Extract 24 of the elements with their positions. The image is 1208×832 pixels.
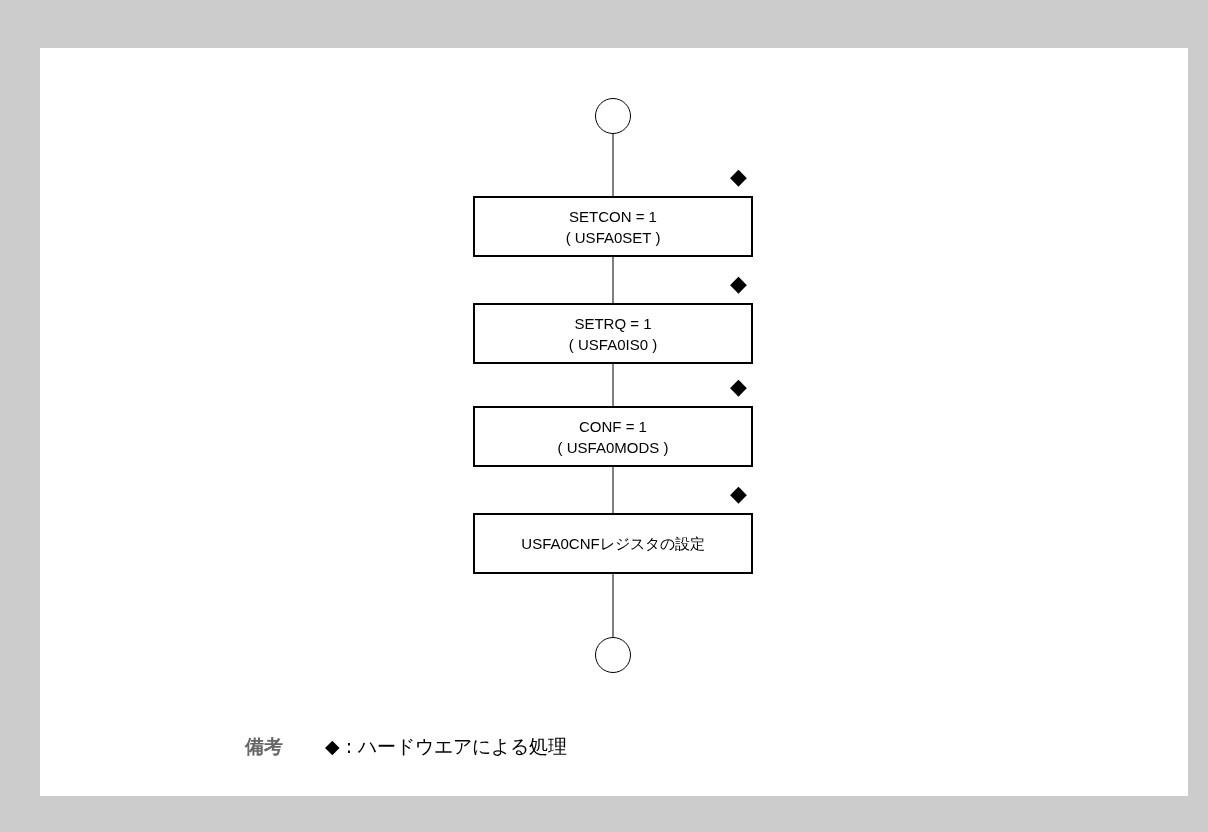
remark-heading: 備考 — [245, 734, 283, 758]
process-text: ( USFA0MODS ) — [557, 437, 669, 458]
process-box — [473, 406, 753, 467]
process-text: ( USFA0SET ) — [565, 227, 661, 248]
connector-line — [612, 363, 614, 407]
process-text: CONF = 1 — [579, 416, 647, 437]
process-text: SETCON = 1 — [569, 206, 657, 227]
hardware-mark: ◆ — [730, 273, 747, 295]
remark-text: ◆ : ハードウエアによる処理 — [325, 734, 568, 758]
process-text: SETRQ = 1 — [574, 313, 652, 334]
process-box — [473, 513, 753, 574]
connector-line — [612, 573, 614, 638]
connector-line — [612, 256, 614, 304]
process-box — [473, 303, 753, 364]
hardware-mark: ◆ — [730, 376, 747, 398]
process-text: ( USFA0IS0 ) — [568, 334, 658, 355]
connector-line — [612, 466, 614, 514]
terminal-symbol — [595, 98, 631, 134]
connector-line — [612, 133, 614, 197]
terminal-symbol — [595, 637, 631, 673]
hardware-mark: ◆ — [730, 483, 747, 505]
hardware-mark: ◆ — [730, 166, 747, 188]
process-text: USFA0CNFレジスタの設定 — [521, 534, 705, 554]
process-box — [473, 196, 753, 257]
